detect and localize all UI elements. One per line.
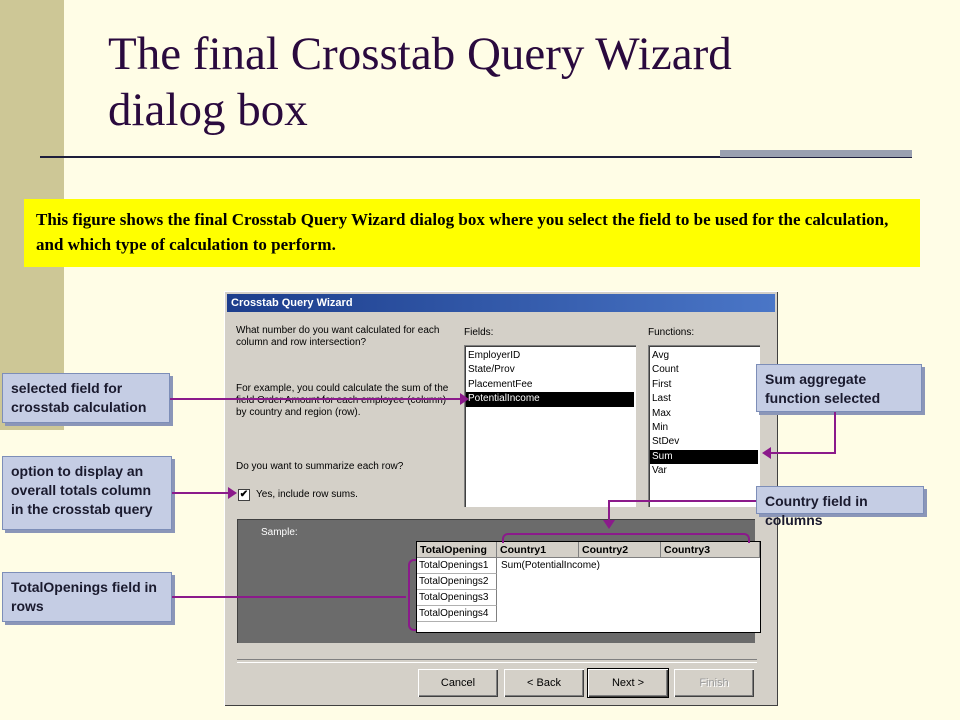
slide-title-line1: The final Crosstab Query Wizard [108, 28, 732, 80]
slide-title: The final Crosstab Query Wizard dialog b… [108, 26, 908, 138]
callout-totals-column: option to display an overall totals colu… [2, 456, 172, 530]
function-item-avg[interactable]: Avg [652, 350, 670, 361]
dialog-titlebar: Crosstab Query Wizard [227, 294, 775, 312]
arrowhead-icon [603, 520, 615, 529]
row-sums-checkbox[interactable]: ✔ [238, 489, 250, 501]
slide-title-line2: dialog box [108, 84, 308, 136]
function-item-sum[interactable]: Sum [650, 449, 758, 465]
title-underline-accent [720, 150, 912, 157]
grid-header-country3: Country3 [661, 542, 760, 558]
field-item-potentialincome[interactable]: PotentialIncome [466, 392, 634, 407]
grid-row-label: TotalOpenings1 [417, 558, 497, 574]
callout-selected-field: selected field for crosstab calculation [2, 373, 170, 423]
sample-label: Sample: [261, 527, 298, 538]
crosstab-wizard-dialog: Crosstab Query Wizard What number do you… [224, 291, 778, 706]
function-item-first[interactable]: First [652, 378, 672, 390]
cancel-button[interactable]: Cancel [418, 669, 498, 697]
callout-sum-function: Sum aggregate function selected [756, 364, 922, 412]
field-item-employerid[interactable]: EmployerID [468, 350, 521, 361]
sample-grid: TotalOpening Country1 Country2 Country3 … [416, 541, 761, 633]
arrowhead-icon [762, 447, 771, 459]
fields-listbox[interactable]: EmployerID State/Prov PlacementFee Poten… [464, 345, 636, 507]
question-text: What number do you want calculated for e… [236, 325, 440, 348]
leader-line-country-horizontal [608, 500, 756, 502]
row-sums-label[interactable]: Yes, include row sums. [256, 489, 358, 500]
leader-line-sum-horizontal [768, 452, 836, 454]
callout-country-field: Country field in columns [756, 486, 924, 528]
functions-listbox[interactable]: Avg Count First Last Max Min StDev Sum V… [648, 345, 760, 507]
leader-line-totals-column [172, 492, 230, 494]
dialog-separator [237, 659, 757, 663]
leader-line-selected-field [170, 398, 462, 400]
rows-bracket [408, 559, 416, 631]
grid-row-label: TotalOpenings3 [417, 590, 497, 606]
functions-label: Functions: [648, 327, 695, 338]
leader-line-row-field [172, 596, 406, 598]
summarize-question: Do you want to summarize each row? [236, 461, 404, 472]
arrowhead-icon [228, 487, 237, 499]
arrowhead-icon [460, 393, 469, 405]
field-item-placementfee[interactable]: PlacementFee [468, 378, 533, 390]
grid-row-label: TotalOpenings4 [417, 606, 497, 622]
example-text: For example, you could calculate the sum… [236, 383, 449, 418]
grid-row-label: TotalOpenings2 [417, 574, 497, 590]
function-item-min[interactable]: Min [652, 421, 669, 433]
next-button[interactable]: Next > [587, 668, 669, 698]
grid-header-country1: Country1 [497, 542, 579, 558]
function-item-count[interactable]: Count [652, 364, 679, 376]
function-item-stdev[interactable]: StDev [652, 436, 680, 448]
title-underline [40, 156, 912, 158]
back-button[interactable]: < Back [504, 669, 584, 697]
finish-button[interactable]: Finish [674, 669, 754, 697]
grid-header-country2: Country2 [579, 542, 661, 558]
leader-line-country-vertical [608, 500, 610, 522]
function-item-max[interactable]: Max [652, 407, 671, 419]
callout-row-field: TotalOpenings field in rows [2, 572, 172, 622]
sample-panel: Sample: TotalOpening Country1 Country2 C… [237, 519, 761, 643]
figure-caption: This figure shows the final Crosstab Que… [24, 199, 920, 267]
grid-header-totalopening: TotalOpening [417, 542, 497, 558]
fields-label: Fields: [464, 327, 494, 338]
function-item-last[interactable]: Last [652, 393, 671, 405]
grid-sum-cell: Sum(PotentialIncome) [501, 560, 600, 571]
field-item-stateprov[interactable]: State/Prov [468, 364, 515, 376]
columns-bracket [502, 533, 750, 543]
leader-line-sum-vertical [834, 412, 836, 454]
function-item-var[interactable]: Var [652, 465, 667, 477]
